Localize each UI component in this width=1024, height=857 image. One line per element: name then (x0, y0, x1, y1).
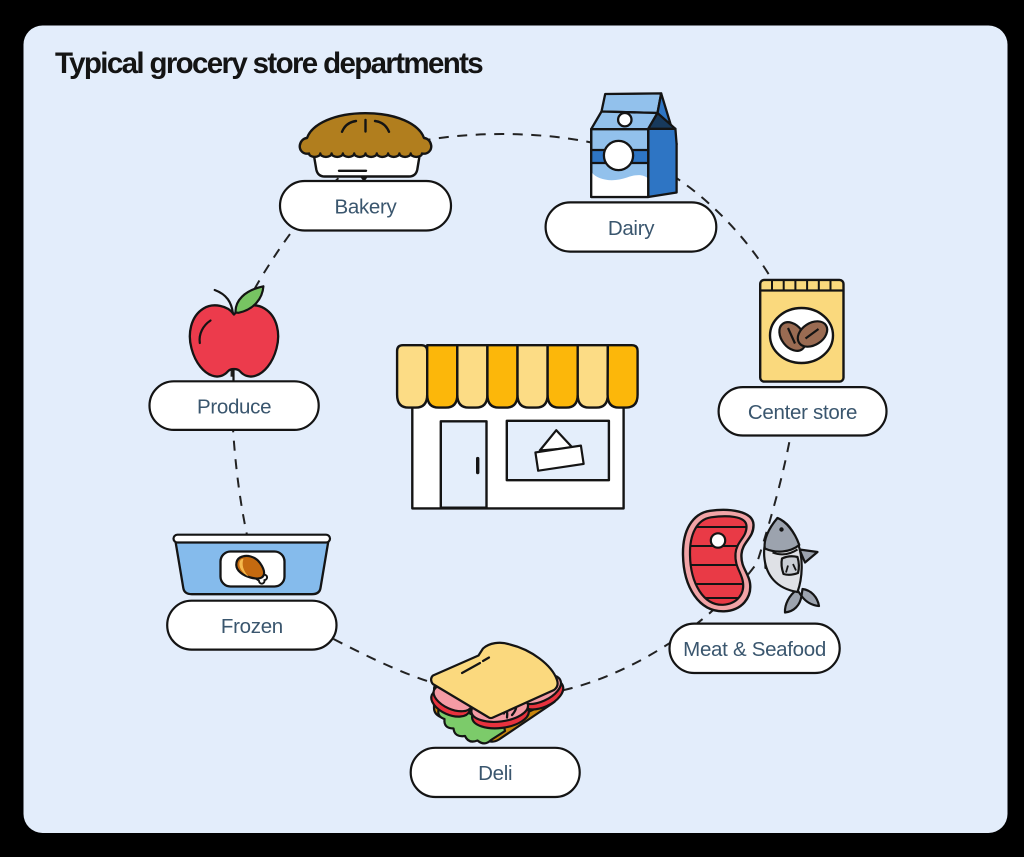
svg-text:Frozen: Frozen (221, 615, 283, 638)
svg-text:Deli: Deli (478, 762, 512, 785)
svg-text:Meat & Seafood: Meat & Seafood (683, 638, 826, 661)
svg-text:Typical grocery store departme: Typical grocery store departments (55, 47, 483, 80)
svg-text:Center store: Center store (748, 401, 857, 424)
svg-text:Dairy: Dairy (608, 217, 655, 240)
svg-text:Bakery: Bakery (334, 196, 397, 219)
svg-text:Produce: Produce (197, 395, 271, 418)
